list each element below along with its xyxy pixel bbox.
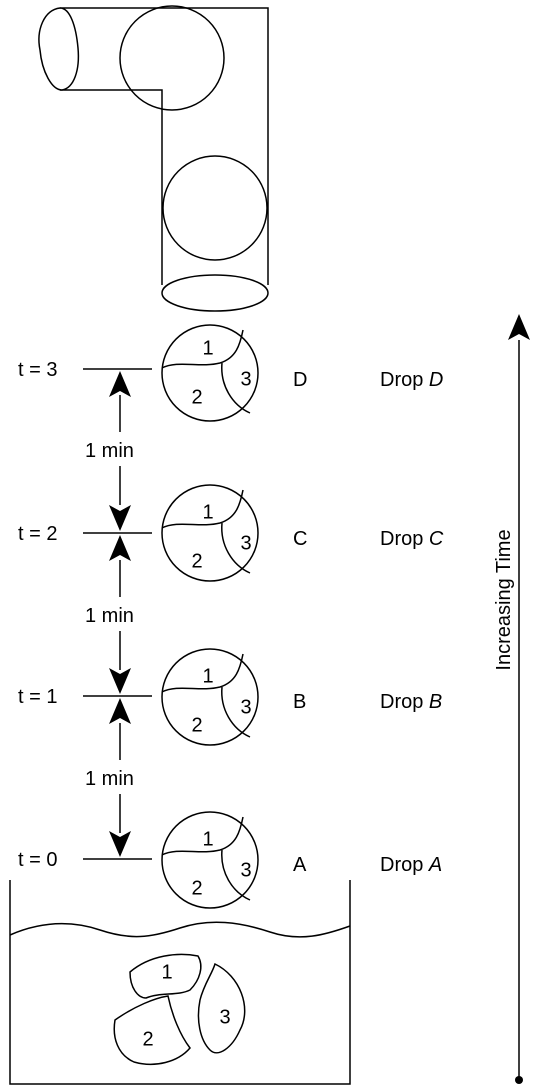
drop-caption: Drop B	[380, 691, 442, 713]
interval-arrow-c-b: 1 min	[82, 535, 158, 694]
drop-row-a: t = 0 1 2 3 A Drop A	[18, 811, 442, 909]
arrow-up-head	[109, 371, 131, 397]
fragment-2	[113, 995, 191, 1066]
arrow-up-head	[109, 698, 131, 724]
drop-letter: C	[293, 528, 307, 550]
segment-2-label: 2	[191, 386, 202, 408]
interval-label: 1 min	[85, 605, 134, 627]
pipe-window-lower	[162, 155, 268, 261]
pipe-outlet	[161, 274, 269, 312]
time-label: t = 2	[18, 523, 57, 545]
pool-segment-3-label: 3	[219, 1006, 230, 1028]
arrow-down-head	[109, 831, 131, 857]
arrow-down-head	[109, 505, 131, 531]
drop-row-c: t = 2 1 2 3 C Drop C	[18, 484, 444, 582]
interval-arrow-b-a: 1 min	[82, 698, 158, 857]
interval-arrow-d-c: 1 min	[82, 371, 158, 531]
arrow-up-head	[109, 535, 131, 561]
pool-segment-1-label: 1	[161, 961, 172, 983]
drop-circle: 1 2 3	[161, 648, 259, 746]
drop-caption: Drop A	[380, 854, 442, 876]
segment-2-label: 2	[191, 714, 202, 736]
segment-1-label: 1	[202, 501, 213, 523]
segment-3-label: 3	[240, 859, 251, 881]
interval-label: 1 min	[85, 768, 134, 790]
axis-label: Increasing Time	[493, 529, 515, 670]
pool-segment-2-label: 2	[142, 1028, 153, 1050]
time-axis: Increasing Time	[493, 314, 530, 1084]
pool-fragments: 1 3 2	[113, 953, 246, 1066]
pipe-window-upper	[119, 5, 225, 111]
segment-1-label: 1	[202, 828, 213, 850]
segment-2-label: 2	[191, 877, 202, 899]
drop-circle: 1 2 3	[161, 484, 259, 582]
segment-3-label: 3	[240, 532, 251, 554]
drop-letter: B	[293, 691, 306, 713]
fragment-1	[129, 953, 202, 999]
interval-label: 1 min	[85, 440, 134, 462]
time-label: t = 0	[18, 849, 57, 871]
drop-letter: A	[293, 854, 307, 876]
drop-row-d: t = 3 1 2 3 D Drop D	[18, 324, 443, 422]
pipe-open-end	[38, 7, 80, 91]
drop-circle: 1 2 3	[161, 324, 259, 422]
axis-origin-dot	[515, 1076, 523, 1084]
drop-caption: Drop C	[380, 528, 444, 550]
drop-circle: 1 2 3	[161, 811, 259, 909]
time-label: t = 3	[18, 359, 57, 381]
pool-container	[9, 880, 351, 1085]
segment-1-label: 1	[202, 665, 213, 687]
drop-row-b: t = 1 1 2 3 B Drop B	[18, 648, 442, 746]
segment-3-label: 3	[240, 368, 251, 390]
pipe	[38, 5, 269, 312]
segment-3-label: 3	[240, 696, 251, 718]
fragment-3	[197, 962, 246, 1054]
axis-arrow-head	[508, 314, 530, 340]
pipe-outline	[60, 7, 269, 285]
drop-caption: Drop D	[380, 369, 443, 391]
arrow-down-head	[109, 668, 131, 694]
liquid-surface	[9, 921, 351, 938]
time-label: t = 1	[18, 686, 57, 708]
segment-2-label: 2	[191, 550, 202, 572]
liquid-pool: 1 3 2	[9, 880, 351, 1085]
drop-letter: D	[293, 369, 307, 391]
segment-1-label: 1	[202, 337, 213, 359]
